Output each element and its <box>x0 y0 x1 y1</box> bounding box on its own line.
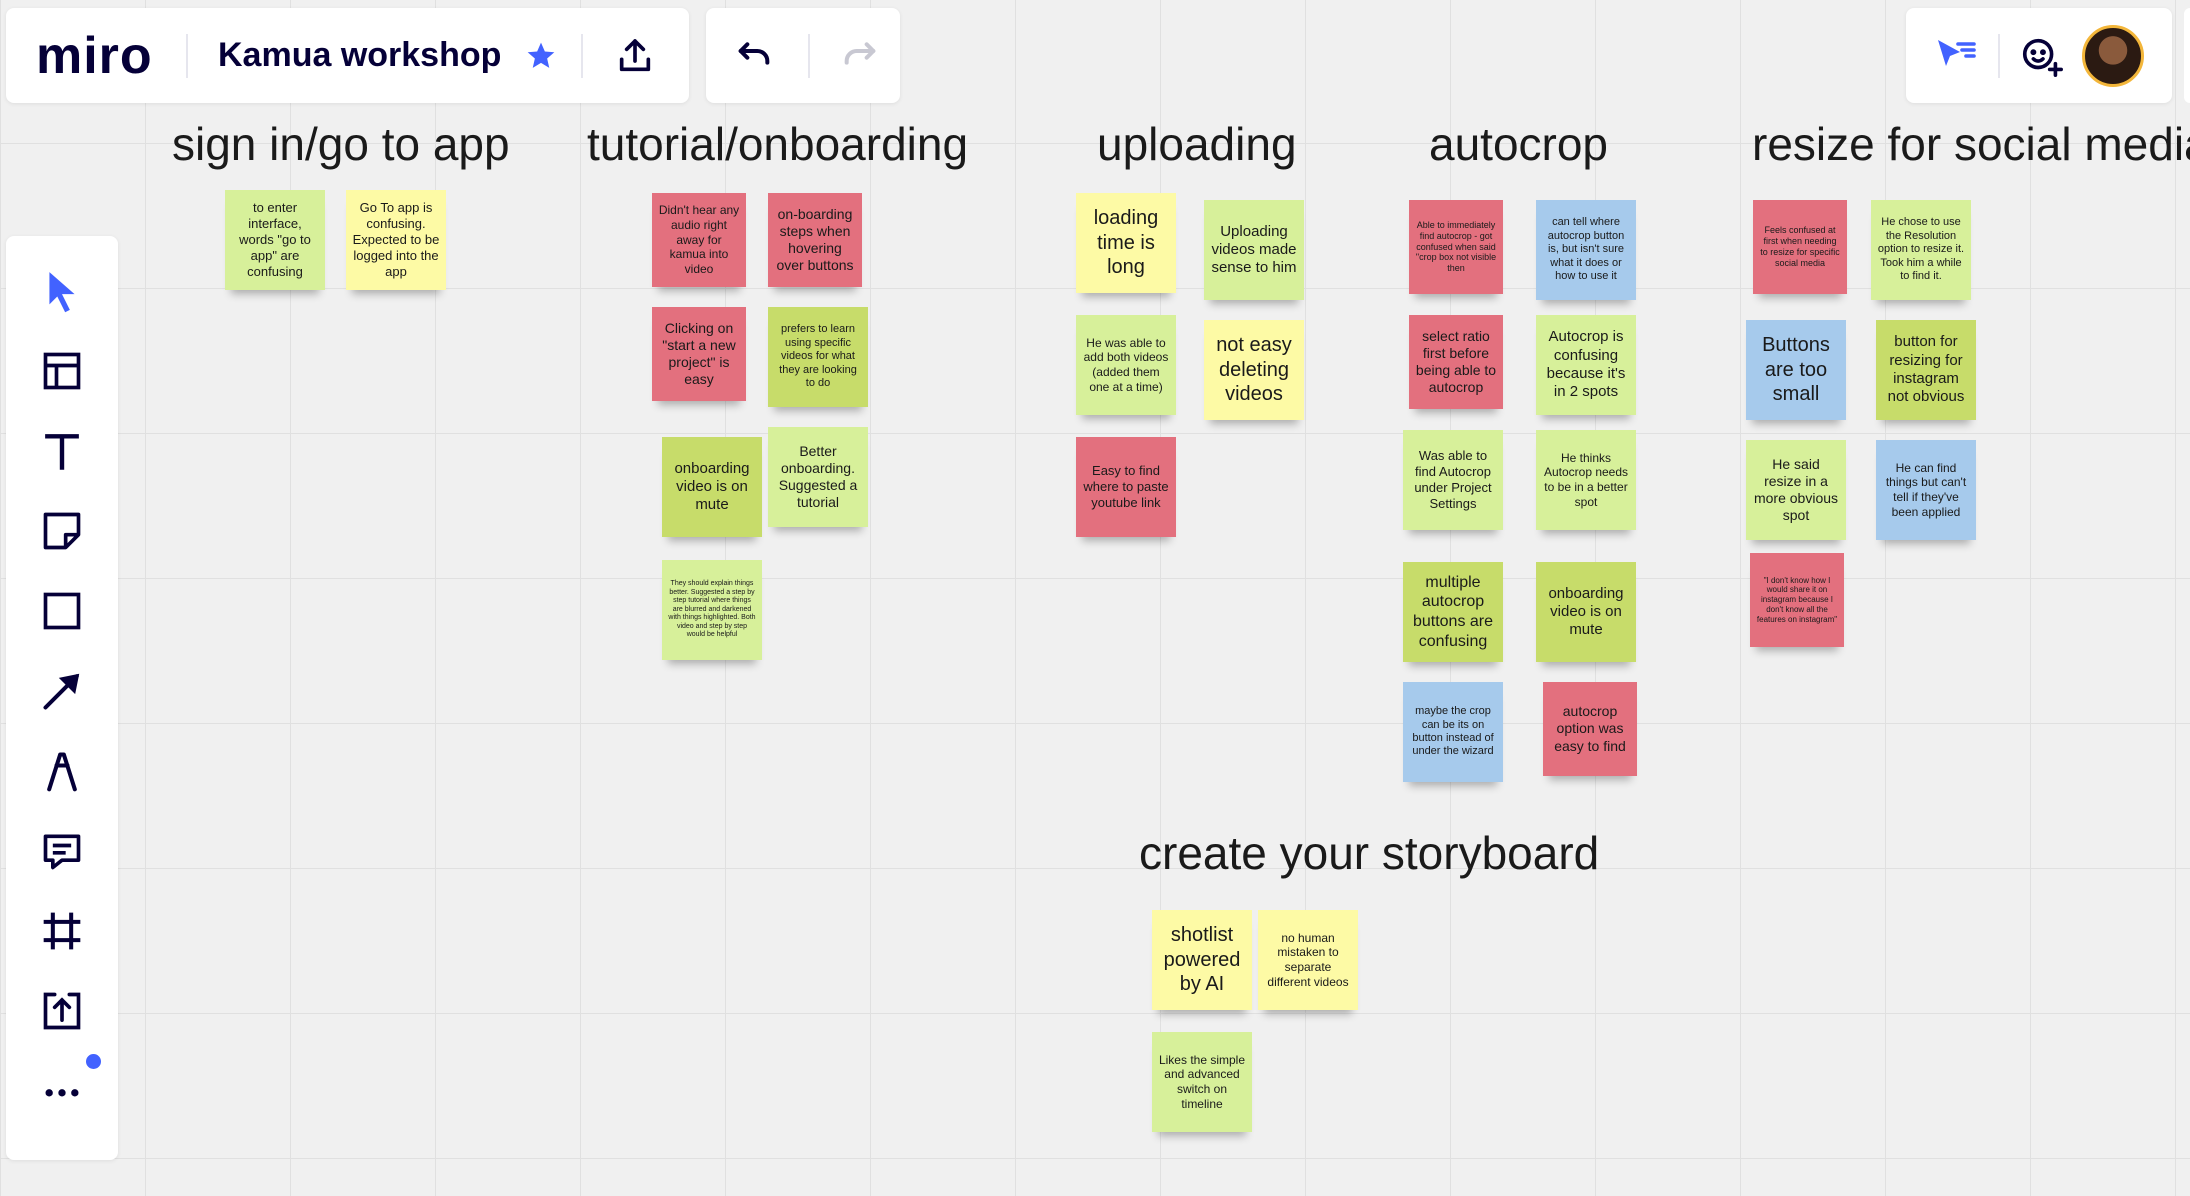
board-title[interactable]: Kamua workshop <box>218 36 502 74</box>
star-icon[interactable] <box>523 38 559 74</box>
heading-sign-in[interactable]: sign in/go to app <box>172 118 510 170</box>
sticky-note[interactable]: Likes the simple and advanced switch on … <box>1152 1032 1252 1132</box>
sticky-note[interactable]: on-boarding steps when hovering over but… <box>768 193 862 287</box>
sticky-note[interactable]: to enter interface, words "go to app" ar… <box>225 190 325 290</box>
sticky-note[interactable]: He can find things but can't tell if the… <box>1876 440 1976 540</box>
sticky-note[interactable]: Go To app is confusing. Expected to be l… <box>346 190 446 290</box>
sticky-note[interactable]: He thinks Autocrop needs to be in a bett… <box>1536 430 1636 530</box>
sticky-note[interactable]: Buttons are too small <box>1746 320 1846 420</box>
sticky-note[interactable]: Uploading videos made sense to him <box>1204 200 1304 300</box>
miro-logo[interactable]: miro <box>36 26 153 85</box>
sticky-note-icon[interactable] <box>27 496 97 566</box>
history-controls <box>706 8 900 103</box>
pen-icon[interactable] <box>27 736 97 806</box>
sticky-note[interactable]: Didn't hear any audio right away for kam… <box>652 193 746 287</box>
heading-uploading[interactable]: uploading <box>1097 118 1297 170</box>
heading-tutorial[interactable]: tutorial/onboarding <box>587 118 969 170</box>
sticky-note[interactable]: He said resize in a more obvious spot <box>1746 440 1846 540</box>
upload-icon[interactable] <box>27 976 97 1046</box>
sticky-note[interactable]: "I don't know how I would share it on in… <box>1750 553 1844 647</box>
comment-icon[interactable] <box>27 816 97 886</box>
sticky-note[interactable]: Easy to find where to paste youtube link <box>1076 437 1176 537</box>
sticky-note[interactable]: shotlist powered by AI <box>1152 910 1252 1010</box>
add-collaborator-icon[interactable] <box>2014 28 2070 84</box>
export-icon[interactable] <box>613 34 657 78</box>
shape-icon[interactable] <box>27 576 97 646</box>
sticky-note[interactable]: They should explain things better. Sugge… <box>662 560 762 660</box>
sticky-note[interactable]: Able to immediately find autocrop - got … <box>1409 200 1503 294</box>
sticky-note[interactable]: He chose to use the Resolution option to… <box>1871 200 1971 300</box>
collaboration-bar <box>1906 8 2172 103</box>
reactions-icon[interactable] <box>1928 28 1984 84</box>
arrow-icon[interactable] <box>27 656 97 726</box>
sticky-note[interactable]: multiple autocrop buttons are confusing <box>1403 562 1503 662</box>
undo-icon[interactable] <box>728 30 780 82</box>
more-icon[interactable] <box>27 1054 101 1126</box>
templates-icon[interactable] <box>27 336 97 406</box>
notification-dot <box>86 1054 101 1069</box>
sticky-note[interactable]: Better onboarding. Suggested a tutorial <box>768 427 868 527</box>
sticky-note[interactable]: not easy deleting videos <box>1204 320 1304 420</box>
divider <box>581 33 584 78</box>
divider <box>186 33 188 78</box>
sticky-note[interactable]: Autocrop is confusing because it's in 2 … <box>1536 315 1636 415</box>
sticky-note[interactable]: button for resizing for instagram not ob… <box>1876 320 1976 420</box>
sticky-note[interactable]: Clicking on "start a new project" is eas… <box>652 307 746 401</box>
sticky-note[interactable]: select ratio first before being able to … <box>1409 315 1503 409</box>
creation-toolbar <box>6 236 118 1160</box>
board-header: miro Kamua workshop <box>6 8 689 103</box>
sticky-note[interactable]: no human mistaken to separate different … <box>1258 910 1358 1010</box>
divider <box>1998 33 2000 78</box>
text-icon[interactable] <box>27 416 97 486</box>
sticky-note[interactable]: onboarding video is on mute <box>1536 562 1636 662</box>
frame-icon[interactable] <box>27 896 97 966</box>
sticky-note[interactable]: Was able to find Autocrop under Project … <box>1403 430 1503 530</box>
heading-autocrop[interactable]: autocrop <box>1429 118 1609 170</box>
sticky-note[interactable]: He was able to add both videos (added th… <box>1076 315 1176 415</box>
select-icon[interactable] <box>27 256 97 326</box>
sticky-note[interactable]: maybe the crop can be its on button inst… <box>1403 682 1503 782</box>
divider <box>808 33 810 78</box>
sticky-note[interactable]: onboarding video is on mute <box>662 437 762 537</box>
user-avatar[interactable] <box>2082 24 2144 87</box>
sticky-note[interactable]: Feels confused at first when needing to … <box>1753 200 1847 294</box>
panel-edge <box>2184 8 2190 103</box>
heading-storyboard[interactable]: create your storyboard <box>1139 827 1600 879</box>
redo-icon[interactable] <box>834 30 886 82</box>
heading-resize[interactable]: resize for social media <box>1752 118 2190 170</box>
sticky-note[interactable]: can tell where autocrop button is, but i… <box>1536 200 1636 300</box>
sticky-note[interactable]: autocrop option was easy to find <box>1543 682 1637 776</box>
sticky-note[interactable]: prefers to learn using specific videos f… <box>768 307 868 407</box>
sticky-note[interactable]: loading time is long <box>1076 193 1176 293</box>
